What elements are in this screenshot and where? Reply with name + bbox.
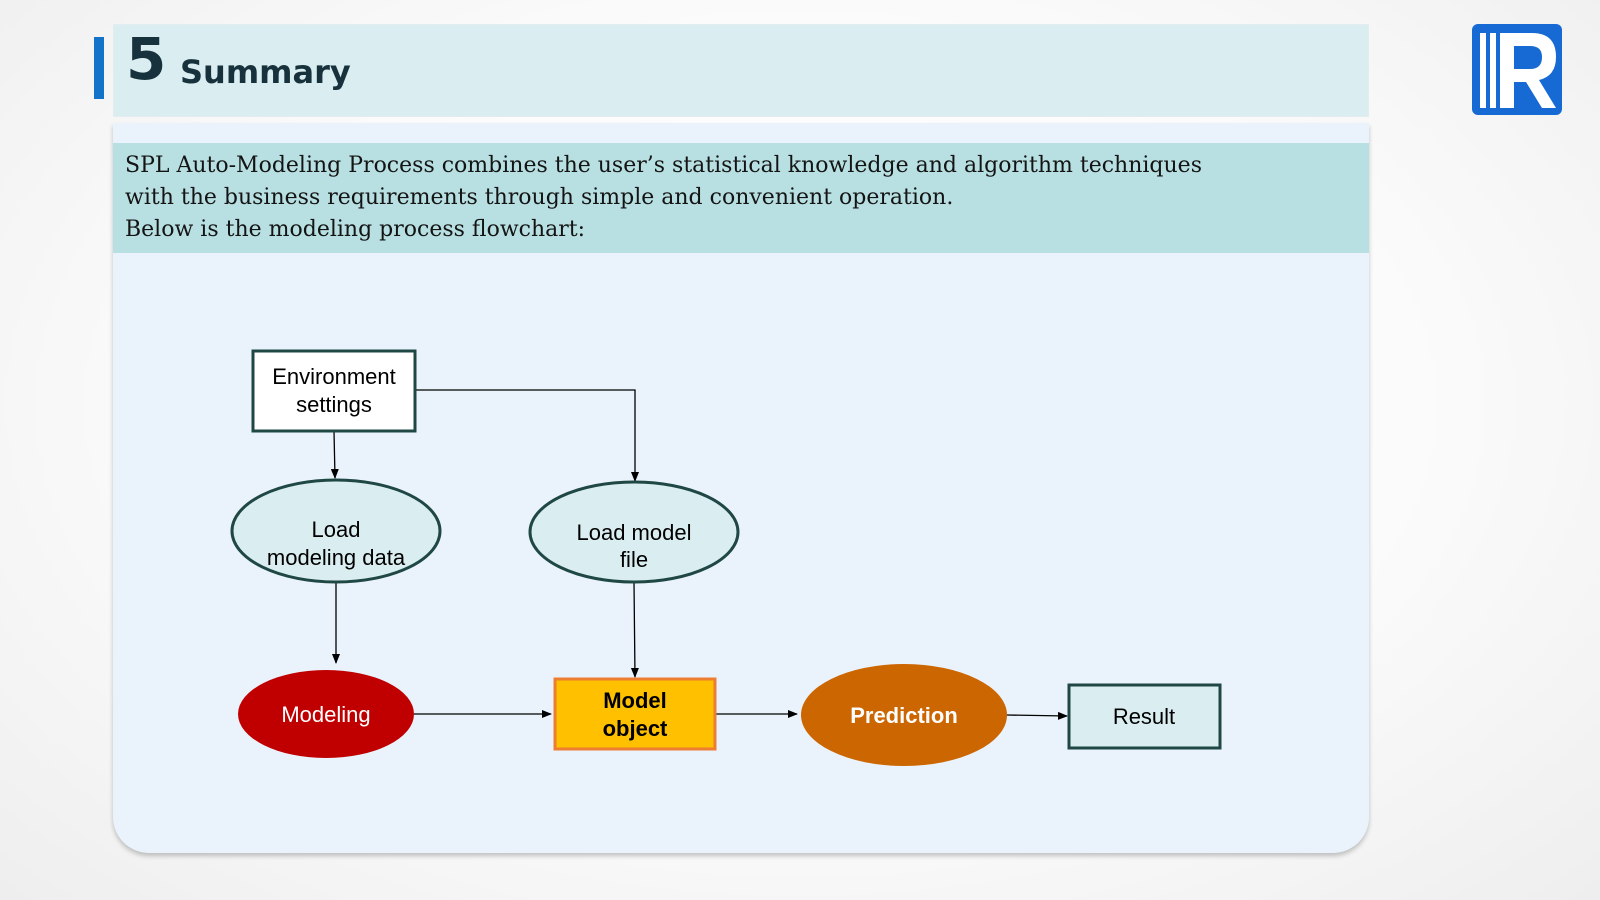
brand-logo: [1472, 24, 1562, 115]
node-result: Result: [1067, 683, 1222, 750]
node-model-object: Model object: [553, 677, 717, 751]
node-label: Load model: [577, 520, 692, 545]
arrow-load-model-to-model-object: [630, 581, 639, 678]
node-label: Load: [312, 517, 361, 542]
arrow-prediction-to-result: [1006, 711, 1068, 720]
node-label: Modeling: [281, 702, 370, 727]
node-label: Model: [603, 688, 667, 713]
description-line: with the business requirements through s…: [125, 185, 954, 210]
description-box: SPL Auto-Modeling Process combines the u…: [113, 143, 1369, 253]
node-environment-settings: Environment settings: [251, 349, 417, 433]
node-modeling: Modeling: [238, 670, 414, 758]
node-label: Environment: [272, 364, 396, 389]
page-title: Summary: [180, 53, 351, 91]
node-label: Result: [1113, 704, 1175, 729]
description-line: Below is the modeling process flowchart:: [125, 217, 586, 242]
description-line: SPL Auto-Modeling Process combines the u…: [125, 153, 1202, 178]
node-label: file: [620, 547, 648, 572]
node-load-modeling-data: Load modeling data: [230, 478, 442, 584]
arrow-env-to-load-data: [330, 430, 339, 479]
node-label: Prediction: [850, 703, 958, 728]
node-label: modeling data: [267, 545, 406, 570]
arrow-env-to-load-model: [415, 389, 639, 482]
accent-bar: [94, 37, 104, 99]
node-load-model-file: Load model file: [528, 480, 740, 584]
node-prediction: Prediction: [801, 664, 1007, 766]
node-label: settings: [296, 392, 372, 417]
title-band: [113, 24, 1369, 117]
section-number: 5: [126, 25, 167, 93]
node-label: object: [603, 716, 668, 741]
